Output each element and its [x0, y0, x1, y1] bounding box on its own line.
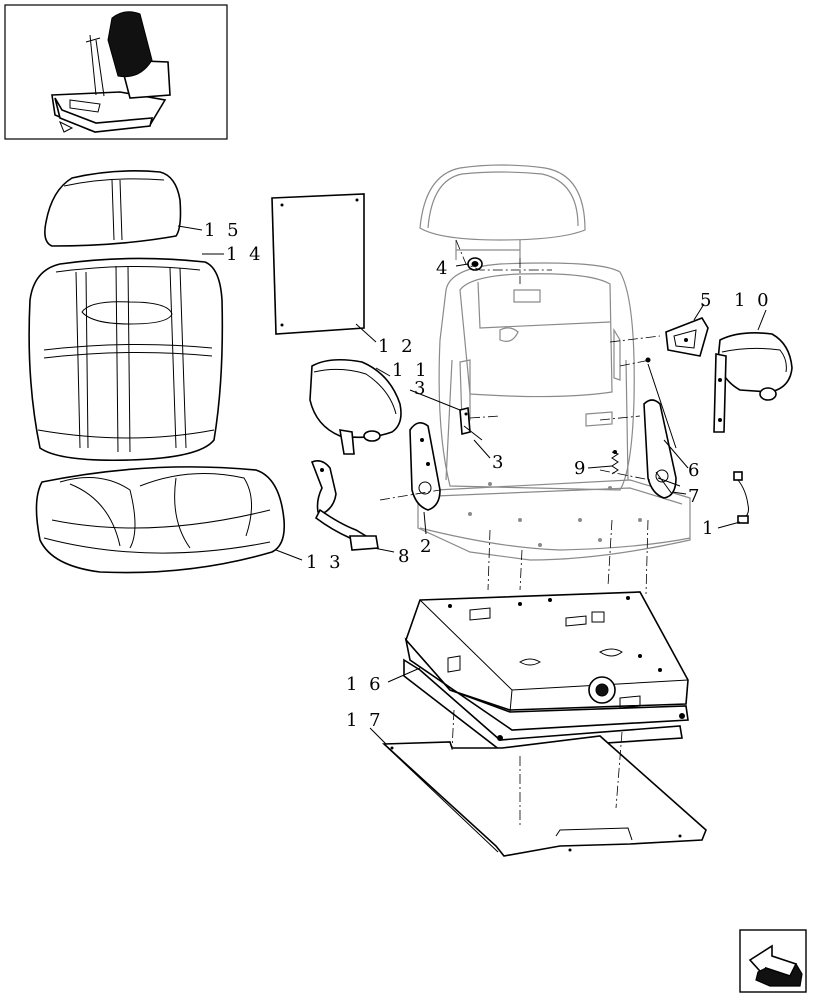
- callout-3b: 3: [492, 452, 506, 473]
- callout-16: 1 6: [346, 674, 384, 695]
- part-3-bracket: [459, 406, 483, 441]
- callout-9: 9: [574, 458, 588, 479]
- callout-leaders: [177, 225, 767, 745]
- callout-14: 1 4: [226, 244, 264, 265]
- assembly-centerlines: [379, 239, 661, 826]
- part-11-left-armrest: [309, 358, 402, 455]
- seat-frame-reference: [417, 164, 691, 561]
- machine-seat-location-icon: [4, 4, 228, 140]
- callout-7: 7: [688, 486, 702, 507]
- part-8-seat-belt: [310, 460, 379, 551]
- part-2-left-side-plate: [409, 422, 441, 511]
- callout-5: 5: [700, 290, 714, 311]
- part-9-spring: [611, 450, 620, 475]
- part-15-headrest-cushion: [44, 170, 182, 247]
- part-12-back-cover-panel: [271, 193, 365, 335]
- callout-1: 1: [702, 518, 716, 539]
- callout-12: 1 2: [378, 336, 416, 357]
- callout-2: 2: [420, 536, 434, 557]
- part-1-seat-switch: [733, 471, 749, 524]
- part-17-base-plate: [381, 735, 707, 857]
- callout-13: 1 3: [306, 552, 344, 573]
- callout-4: 4: [436, 258, 450, 279]
- part-4-knob: [467, 257, 483, 271]
- callout-labels: 1 5 1 4 1 2 1 1 4 5 1 0 3 3 9 6 7 1 2 8 …: [204, 220, 772, 731]
- part-6-right-side-plate: [643, 357, 677, 499]
- callout-10: 1 0: [734, 290, 772, 311]
- part-14-backrest-cushion: [28, 257, 224, 462]
- part-5-latch-plate: [665, 317, 709, 357]
- part-13-seat-cushion: [35, 466, 286, 574]
- part-10-right-armrest: [713, 332, 793, 433]
- callout-17: 1 7: [346, 710, 384, 731]
- callout-15: 1 5: [204, 220, 242, 241]
- part-7-lever: [655, 471, 681, 495]
- part-16-suspension-base: [403, 591, 689, 751]
- callout-6: 6: [688, 460, 702, 481]
- callout-11: 1 1: [392, 360, 430, 381]
- callout-3a: 3: [414, 378, 428, 399]
- callout-8: 8: [398, 546, 412, 567]
- next-page-arrow-icon[interactable]: [739, 929, 807, 993]
